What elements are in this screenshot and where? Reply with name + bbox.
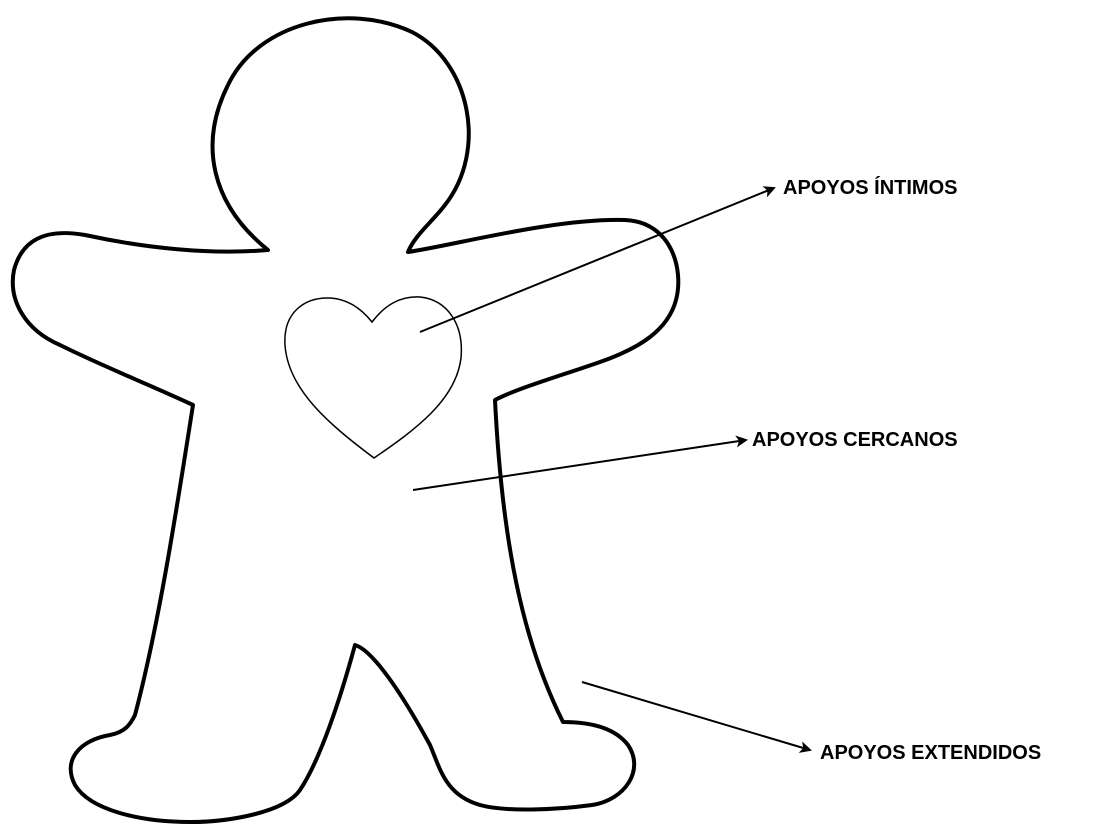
heart-icon (285, 297, 461, 458)
label-apoyos-extendidos: APOYOS EXTENDIDOS (820, 742, 1041, 764)
label-apoyos-cercanos: APOYOS CERCANOS (752, 429, 958, 451)
person-outline-icon (13, 18, 678, 822)
arrow-extended (582, 682, 810, 750)
arrow-intimate (420, 188, 774, 332)
arrow-close (413, 440, 746, 490)
label-apoyos-intimos: APOYOS ÍNTIMOS (783, 176, 957, 199)
